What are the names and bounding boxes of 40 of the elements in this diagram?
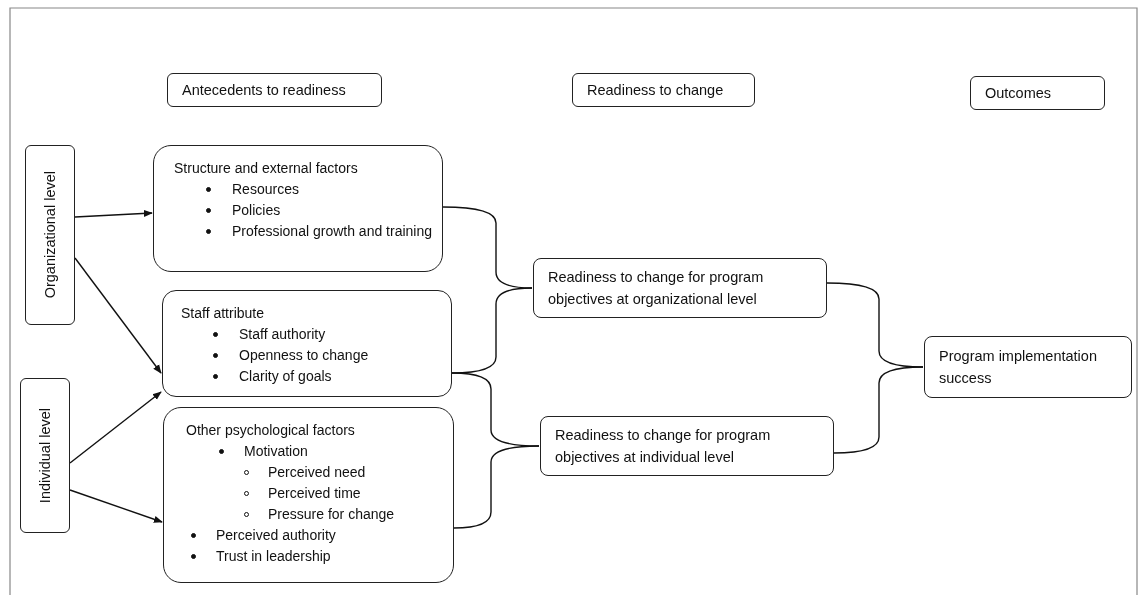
factor-box xyxy=(153,145,443,272)
curly-brace-connector xyxy=(833,366,924,454)
box-heading: Structure and external factors xyxy=(173,159,359,178)
arrow xyxy=(74,257,162,374)
box-label: Program implementation success xyxy=(939,347,1098,388)
rounded-box xyxy=(540,416,834,476)
factor-box xyxy=(163,407,454,583)
bullet-item: Policies xyxy=(154,200,434,221)
rounded-box xyxy=(924,336,1132,398)
bullet-item: Resources xyxy=(154,179,434,200)
rounded-box xyxy=(970,76,1105,110)
bullet-item: Clarity of goals xyxy=(163,366,443,387)
rounded-box xyxy=(572,73,755,107)
box-label: Outcomes xyxy=(985,84,1053,103)
bullet-item: Motivation xyxy=(164,441,445,462)
bullet-item: Perceived time xyxy=(164,483,445,504)
curly-brace-connector xyxy=(453,445,540,529)
level-box xyxy=(20,378,70,533)
bullet-item: Professional growth and training xyxy=(154,221,434,242)
rounded-box xyxy=(533,258,827,318)
factor-box xyxy=(162,290,452,397)
bullet-item: Pressure for change xyxy=(164,504,445,525)
rounded-box xyxy=(167,73,382,107)
bullet-item: Openness to change xyxy=(163,345,443,366)
box-label: Antecedents to readiness xyxy=(182,81,347,100)
box-label: Readiness to change for program objectives at individual level xyxy=(555,426,772,467)
arrow xyxy=(69,489,163,523)
bullet-item: Perceived authority xyxy=(164,525,445,546)
level-label: Individual level xyxy=(37,407,53,504)
box-label: Readiness to change xyxy=(587,81,725,100)
box-label: Readiness to change for program objectives at organizational level xyxy=(548,268,765,309)
level-label: Organizational level xyxy=(42,171,58,299)
level-box xyxy=(25,145,75,325)
bullet-item: Perceived need xyxy=(164,462,445,483)
arrow xyxy=(69,391,162,464)
box-heading: Staff attribute xyxy=(180,304,265,323)
bullet-item: Trust in leadership xyxy=(164,546,445,567)
bullet-item: Staff authority xyxy=(163,324,443,345)
arrow xyxy=(74,209,153,218)
box-heading: Other psychological factors xyxy=(185,421,356,440)
